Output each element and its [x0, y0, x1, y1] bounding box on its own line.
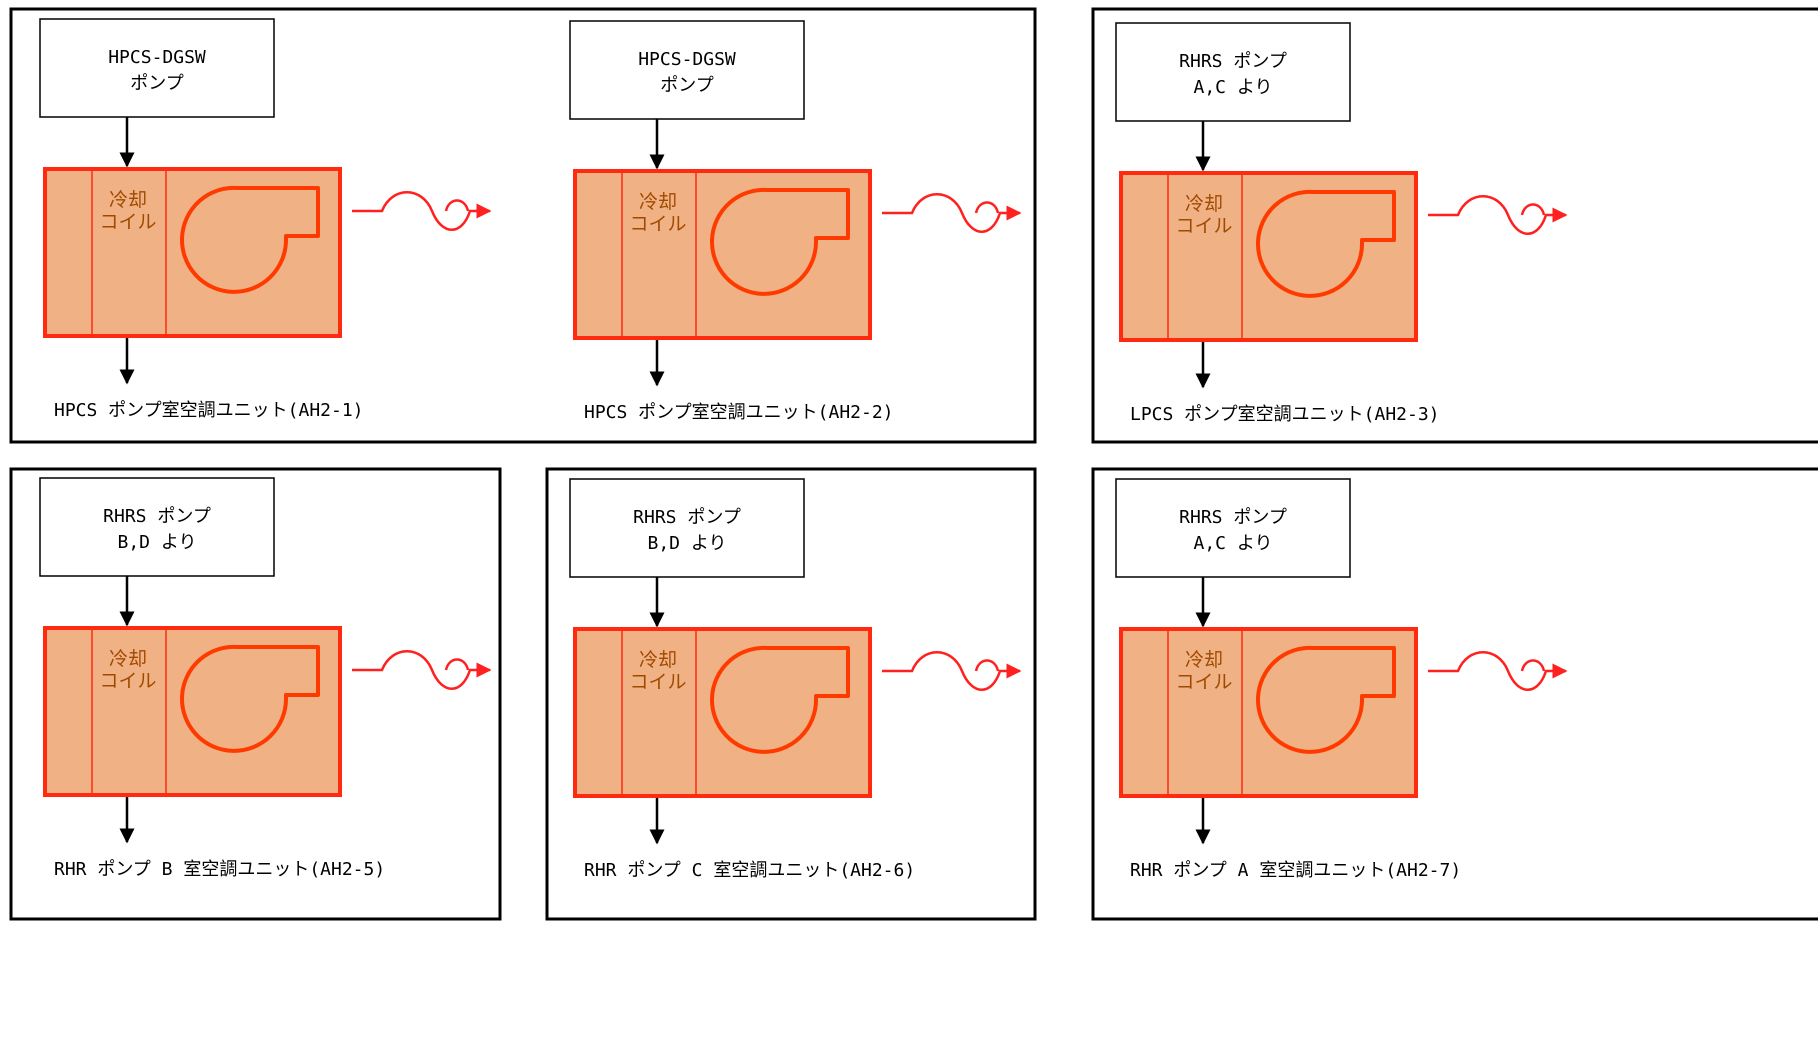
airflow-loop	[444, 199, 470, 212]
unit-label: HPCS ポンプ室空調ユニット(AH2-2)	[584, 402, 894, 423]
frame-top-right	[1091, 7, 1818, 444]
coil-label-1: 冷却	[639, 191, 677, 213]
coil-label-1: 冷却	[1185, 649, 1223, 671]
airflow-loop	[974, 201, 1000, 214]
source-line-1: RHRS ポンプ	[1179, 51, 1287, 72]
unit-label: RHR ポンプ B 室空調ユニット(AH2-5)	[54, 859, 385, 880]
source-box	[1115, 22, 1351, 122]
unit-body	[1119, 171, 1418, 342]
source-box	[39, 477, 275, 577]
airflow-arrow	[352, 191, 492, 231]
unit-body	[43, 626, 342, 797]
coil-label-2: コイル	[99, 211, 156, 233]
airflow-arrow	[882, 651, 1022, 691]
airflow-arrow	[1428, 195, 1568, 235]
source-line-2: A,C より	[1194, 533, 1273, 554]
unit-body	[573, 627, 872, 798]
airflow-loop	[1520, 659, 1546, 672]
coil-label-2: コイル	[629, 671, 686, 693]
fan-icon	[710, 645, 850, 754]
unit-label: RHR ポンプ A 室空調ユニット(AH2-7)	[1130, 860, 1461, 881]
coil-label-2: コイル	[629, 213, 686, 235]
airflow-arrow	[352, 650, 492, 690]
source-box	[569, 478, 805, 578]
coil-label-1: 冷却	[639, 649, 677, 671]
frame-top-left	[9, 7, 1037, 444]
unit-body	[43, 167, 342, 338]
coil-label-1: 冷却	[1185, 193, 1223, 215]
source-line-2: ポンプ	[660, 75, 713, 96]
airflow-arrow	[882, 193, 1022, 233]
frame-bottom-right	[1091, 467, 1818, 921]
coil-label-1: 冷却	[109, 189, 147, 211]
source-line-2: ポンプ	[130, 73, 183, 94]
source-line-2: A,C より	[1194, 77, 1273, 98]
unit-label: LPCS ポンプ室空調ユニット(AH2-3)	[1130, 404, 1440, 425]
coil-label-2: コイル	[1175, 215, 1232, 237]
airflow-loop	[444, 658, 470, 671]
airflow-arrow	[1428, 651, 1568, 691]
fan-icon	[180, 644, 320, 753]
fan-icon	[710, 187, 850, 296]
airflow-loop	[1520, 203, 1546, 216]
airflow-loop	[974, 659, 1000, 672]
source-line-1: RHRS ポンプ	[103, 506, 211, 527]
unit-body	[573, 169, 872, 340]
coil-label-2: コイル	[1175, 671, 1232, 693]
coil-label-1: 冷却	[109, 648, 147, 670]
source-line-1: RHRS ポンプ	[1179, 507, 1287, 528]
source-line-1: HPCS-DGSW	[108, 47, 206, 68]
unit-label: RHR ポンプ C 室空調ユニット(AH2-6)	[584, 860, 915, 881]
fan-icon	[180, 185, 320, 294]
fan-icon	[1256, 645, 1396, 754]
source-box	[1115, 478, 1351, 578]
source-box	[569, 20, 805, 120]
frame-bottom-middle	[545, 467, 1037, 921]
unit-label: HPCS ポンプ室空調ユニット(AH2-1)	[54, 400, 364, 421]
source-box	[39, 18, 275, 118]
coil-label-2: コイル	[99, 670, 156, 692]
frame-bottom-left	[9, 467, 502, 921]
source-line-2: B,D より	[118, 532, 197, 553]
unit-body	[1119, 627, 1418, 798]
source-line-2: B,D より	[648, 533, 727, 554]
source-line-1: HPCS-DGSW	[638, 49, 736, 70]
fan-icon	[1256, 189, 1396, 298]
source-line-1: RHRS ポンプ	[633, 507, 741, 528]
